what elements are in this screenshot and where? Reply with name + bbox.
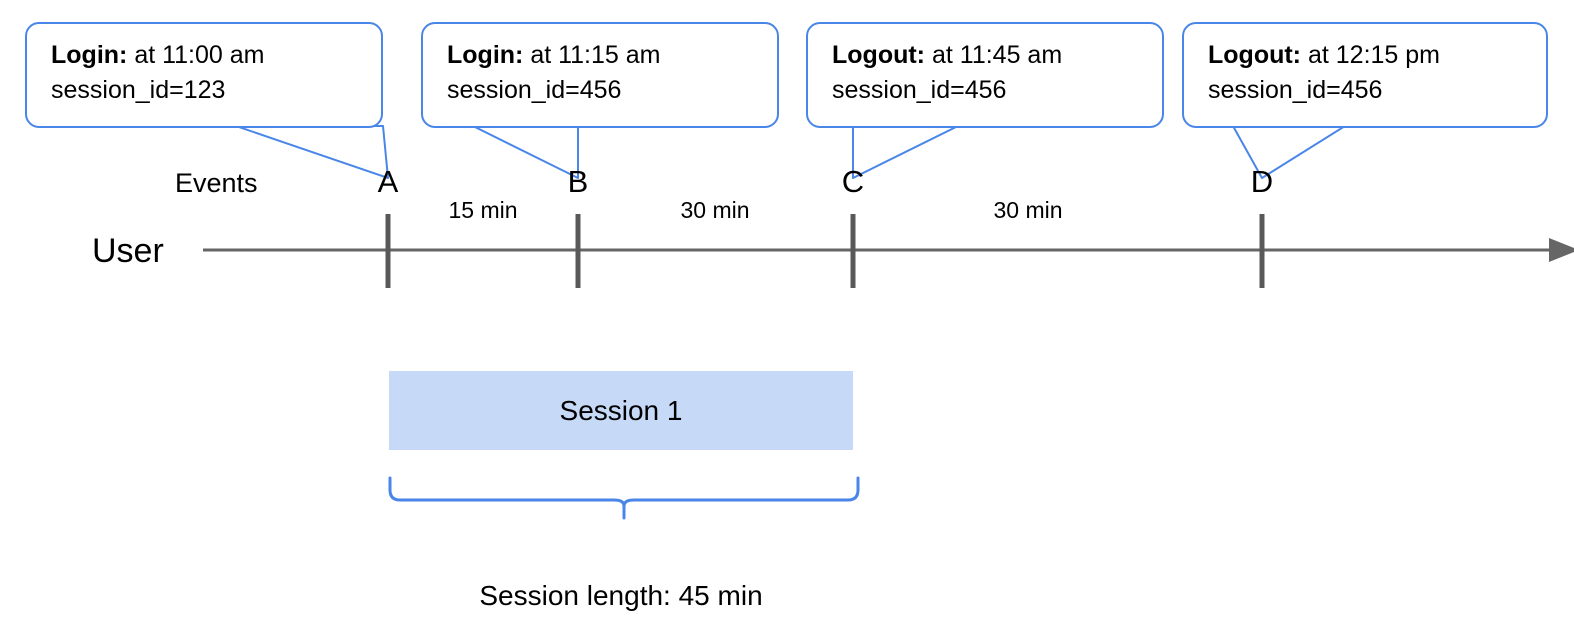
event-callout-c[interactable]: Logout: at 11:45 am session_id=456 bbox=[806, 22, 1164, 128]
callout-b-type: Login: bbox=[447, 41, 524, 69]
callout-a-type: Login: bbox=[51, 41, 128, 69]
callout-a-line1: Login: at 11:00 am bbox=[51, 38, 361, 73]
callout-d-time: at 12:15 pm bbox=[1307, 41, 1440, 69]
interval-label-ab: 15 min bbox=[448, 197, 518, 223]
callout-c-line1: Logout: at 11:45 am bbox=[832, 38, 1142, 73]
event-marker-c: C bbox=[841, 164, 865, 199]
event-marker-d: D bbox=[1250, 164, 1274, 199]
callout-c-type: Logout: bbox=[832, 41, 926, 69]
session-bar[interactable]: Session 1 bbox=[389, 371, 853, 450]
callout-d-line1: Logout: at 12:15 pm bbox=[1208, 38, 1526, 73]
event-callout-d[interactable]: Logout: at 12:15 pm session_id=456 bbox=[1182, 22, 1548, 128]
callout-d-type: Logout: bbox=[1208, 41, 1302, 69]
callout-b-line1: Login: at 11:15 am bbox=[447, 38, 757, 73]
events-lane-label: Events bbox=[175, 168, 258, 198]
session-brace bbox=[388, 476, 860, 520]
event-marker-a: A bbox=[377, 164, 399, 199]
callout-tail-a bbox=[235, 125, 389, 179]
callout-c-time: at 11:45 am bbox=[931, 41, 1063, 69]
callout-b-time: at 11:15 am bbox=[530, 41, 661, 69]
callout-d-line2: session_id=456 bbox=[1208, 76, 1383, 104]
event-callout-b[interactable]: Login: at 11:15 am session_id=456 bbox=[421, 22, 779, 128]
callout-a-time: at 11:00 am bbox=[134, 41, 265, 69]
event-callout-a[interactable]: Login: at 11:00 am session_id=123 bbox=[25, 22, 383, 128]
callout-a-line2: session_id=123 bbox=[51, 76, 226, 104]
session-length-label: Session length: 45 min bbox=[479, 580, 763, 611]
callout-c-line2: session_id=456 bbox=[832, 76, 1007, 104]
event-marker-b: B bbox=[567, 164, 589, 199]
interval-label-cd: 30 min bbox=[993, 197, 1063, 223]
interval-label-bc: 30 min bbox=[680, 197, 750, 223]
user-lane-label: User bbox=[92, 232, 164, 270]
callout-b-line2: session_id=456 bbox=[447, 76, 622, 104]
session-bar-label: Session 1 bbox=[559, 394, 683, 426]
